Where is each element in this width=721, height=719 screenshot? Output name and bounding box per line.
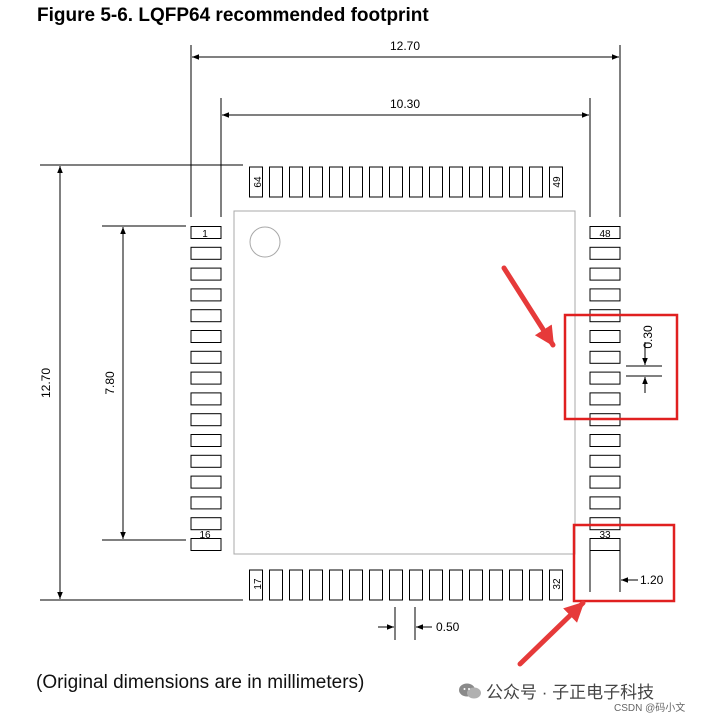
pad-bottom <box>409 569 423 601</box>
pad-bottom <box>309 569 323 601</box>
pad-top <box>409 166 423 198</box>
pad-top <box>309 166 323 198</box>
watermark-text: 公众号 · 子正电子科技 <box>486 683 655 702</box>
pin-label-1: 1 <box>202 229 208 240</box>
dim-pad-length: 1.20 <box>640 573 664 587</box>
pad-left <box>190 330 222 343</box>
pin-label-64: 64 <box>253 176 264 188</box>
pad-right <box>589 434 621 447</box>
pad-top <box>529 166 543 198</box>
pad-left <box>190 475 222 489</box>
pad-left <box>190 226 222 239</box>
pad-bottom <box>369 569 383 601</box>
watermark: 公众号 · 子正电子科技 <box>458 678 654 703</box>
pad-top <box>289 166 303 198</box>
pad-left <box>190 350 222 364</box>
pads-top-row <box>249 166 563 198</box>
package-body <box>233 210 576 555</box>
pad-bottom <box>509 569 523 601</box>
pads-bottom-row <box>249 569 563 601</box>
pad-bottom <box>289 569 303 601</box>
pad-bottom <box>469 569 483 601</box>
pad-top <box>469 166 483 198</box>
units-caption: (Original dimensions are in millimeters) <box>36 672 365 693</box>
highlight-pad-width-box <box>563 313 679 421</box>
dim-overall-width: 12.70 <box>390 39 420 53</box>
pad-top <box>549 166 563 198</box>
pad-right <box>589 246 621 260</box>
pad-right <box>589 475 621 489</box>
pad-bottom <box>449 569 463 601</box>
pad-right <box>589 392 621 406</box>
pad-right <box>589 330 621 343</box>
pad-left <box>190 413 222 427</box>
pin-label-33: 33 <box>599 530 611 541</box>
dim-inner-width: 10.30 <box>390 97 420 111</box>
pad-left <box>190 288 222 302</box>
pad-bottom <box>269 569 283 601</box>
pad-top <box>369 166 383 198</box>
pin-label-49: 49 <box>552 176 563 188</box>
pad-right <box>589 454 621 468</box>
pad-right <box>589 288 621 302</box>
pad-left <box>190 309 222 323</box>
pad-top <box>429 166 443 198</box>
pad-left <box>190 454 222 468</box>
pads-right-row <box>589 226 621 551</box>
pad-left <box>190 371 222 385</box>
pad-left <box>190 434 222 447</box>
pad-right <box>589 517 621 531</box>
dim-pad-pitch: 0.50 <box>436 620 460 634</box>
pads-left-row <box>190 226 222 551</box>
dim-overall-height: 12.70 <box>39 368 53 398</box>
pad-top <box>509 166 523 198</box>
pad-top <box>349 166 363 198</box>
red-arrow-upper <box>501 265 556 348</box>
pad-top <box>389 166 403 198</box>
pad-top <box>249 166 263 198</box>
pin1-marker <box>249 226 281 258</box>
figure-title: Figure 5-6. LQFP64 recommended footprint <box>37 5 429 26</box>
pad-right <box>589 267 621 281</box>
dim-pin-span: 7.80 <box>103 371 117 395</box>
pad-left <box>190 267 222 281</box>
wechat-icon <box>459 683 481 698</box>
pad-bottom <box>529 569 543 601</box>
pad-right <box>589 226 621 239</box>
pad-bottom <box>249 569 263 601</box>
pad-right <box>589 496 621 510</box>
pad-bottom <box>389 569 403 601</box>
pin-label-32: 32 <box>552 578 563 590</box>
pad-bottom <box>429 569 443 601</box>
pin-label-48: 48 <box>599 229 611 240</box>
pad-bottom <box>329 569 343 601</box>
pad-bottom <box>549 569 563 601</box>
pad-left <box>190 496 222 510</box>
credit-text: CSDN @码小文 <box>614 703 686 714</box>
pad-top <box>329 166 343 198</box>
pad-top <box>489 166 503 198</box>
pad-bottom <box>349 569 363 601</box>
red-arrow-lower <box>517 600 586 667</box>
dim-pad-width: 0.30 <box>641 325 655 349</box>
pad-top <box>449 166 463 198</box>
pad-bottom <box>489 569 503 601</box>
pin-label-16: 16 <box>199 530 211 541</box>
pad-right <box>589 350 621 364</box>
pad-right <box>589 538 621 551</box>
highlight-pad-length-box <box>572 523 676 603</box>
pad-left <box>190 246 222 260</box>
pad-right <box>589 371 621 385</box>
pad-top <box>269 166 283 198</box>
pad-left <box>190 392 222 406</box>
pin-label-17: 17 <box>253 578 264 590</box>
pad-left <box>190 538 222 551</box>
pad-left <box>190 517 222 531</box>
